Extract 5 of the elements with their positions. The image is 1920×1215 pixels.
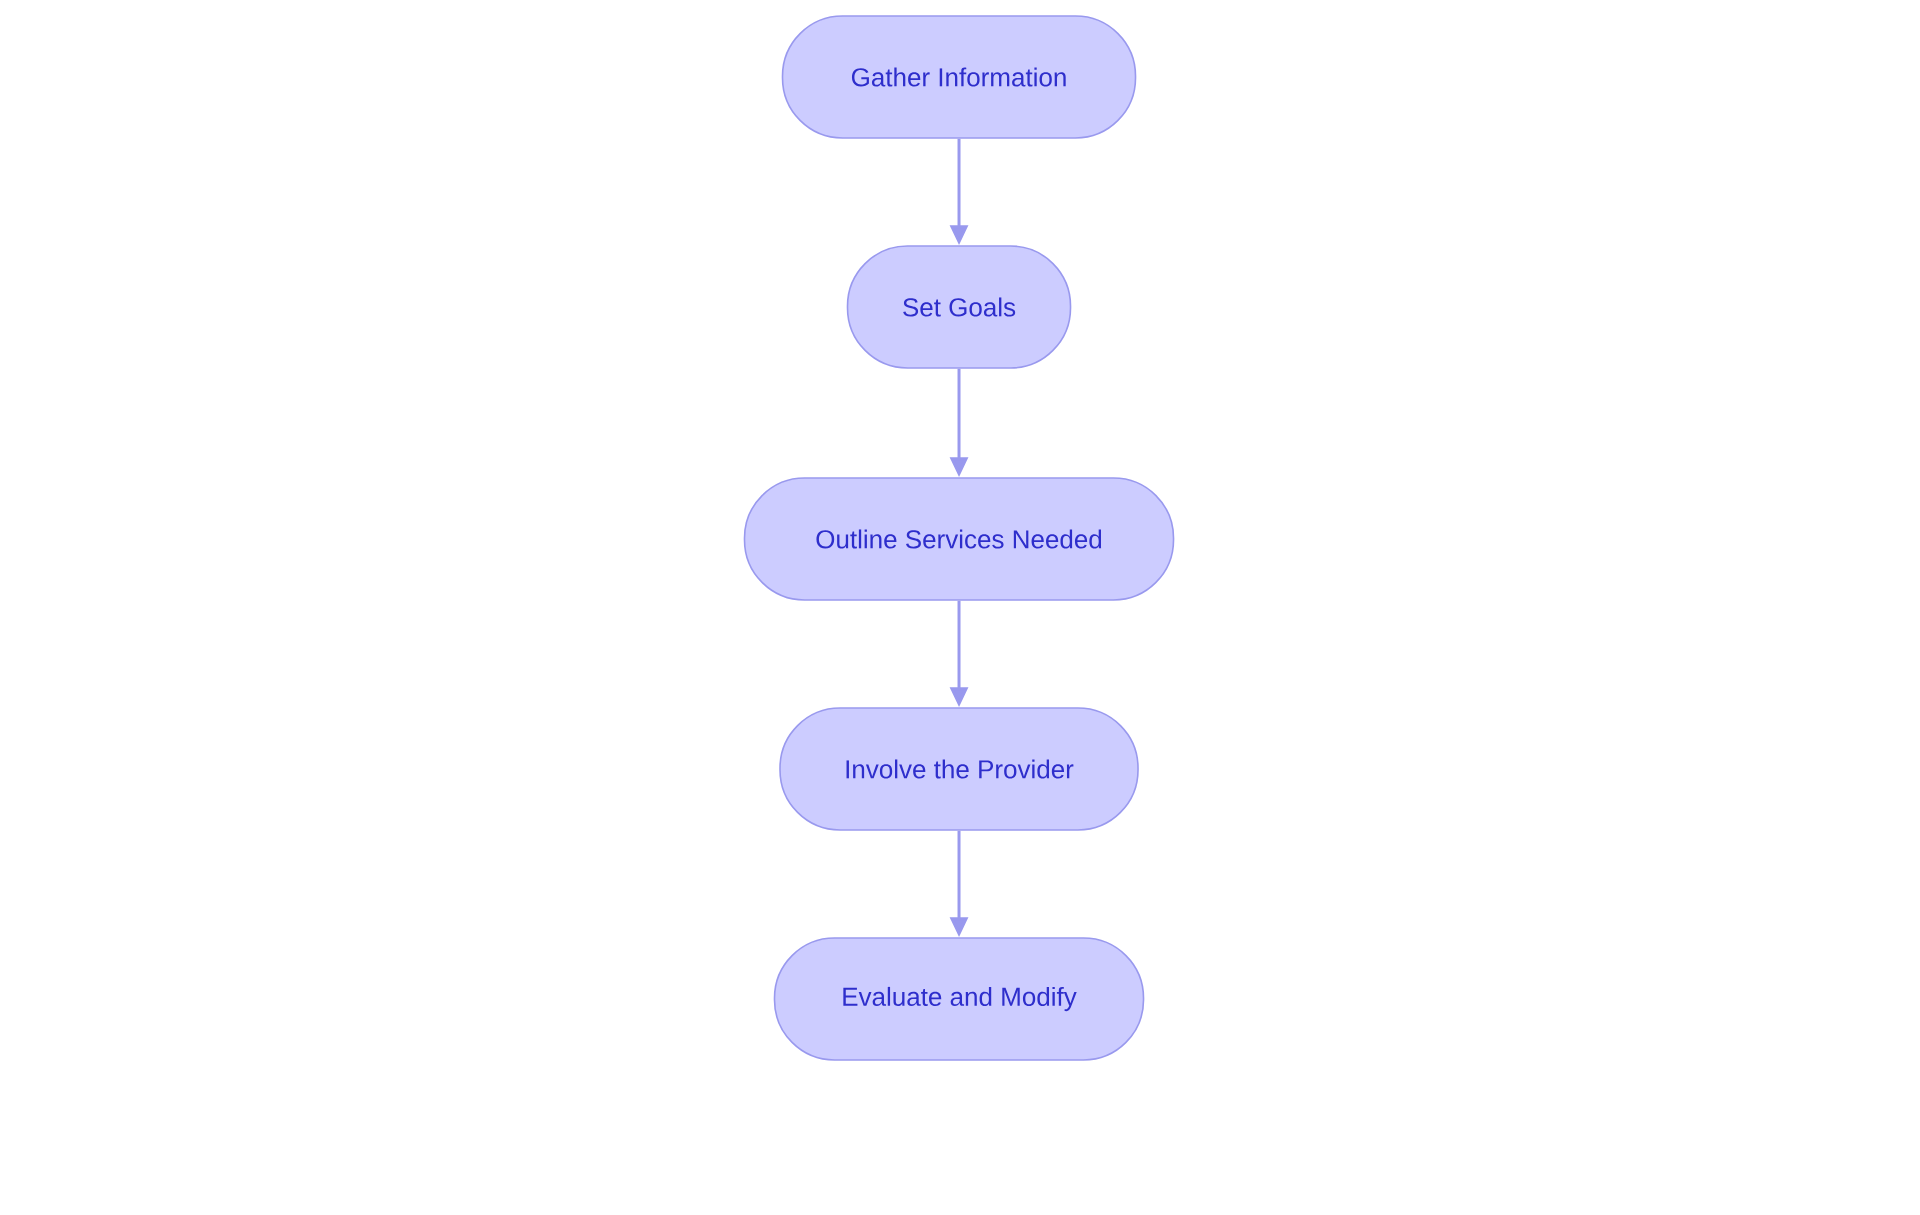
- process-box: Evaluate and Modify: [773, 937, 1145, 1061]
- process-box: Gather Information: [781, 15, 1137, 139]
- process-box: Outline Services Needed: [743, 477, 1175, 601]
- process-box: Involve the Provider: [779, 707, 1139, 831]
- process-box: Set Goals: [846, 245, 1072, 369]
